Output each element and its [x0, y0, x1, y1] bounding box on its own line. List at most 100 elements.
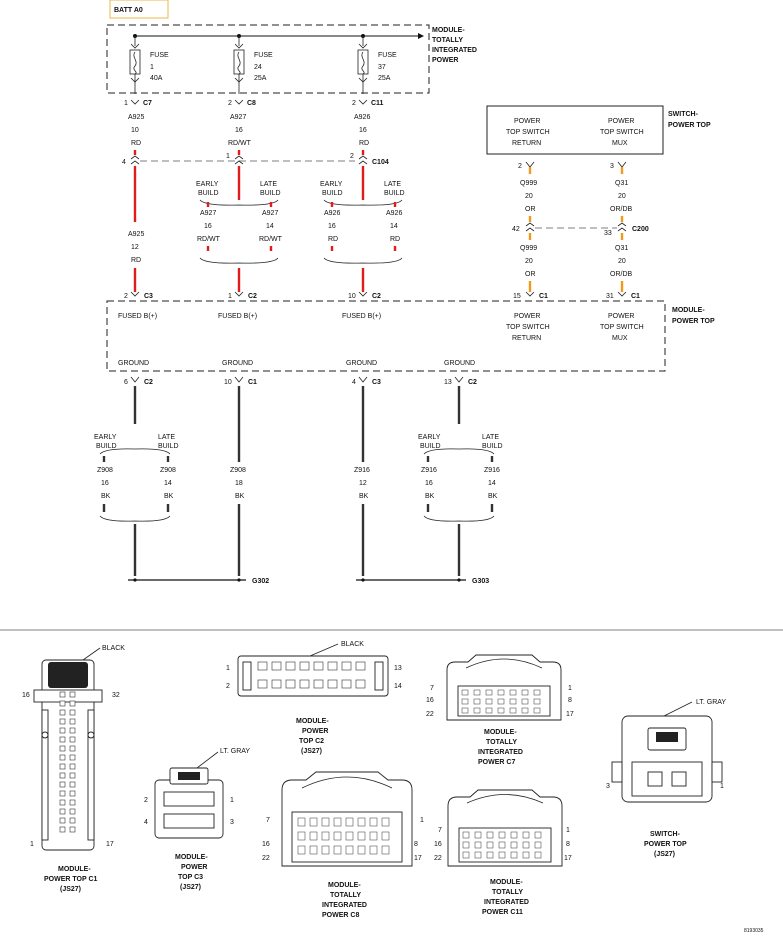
q31-lower-color: OR/DB	[610, 271, 633, 278]
svg-text:C1: C1	[248, 379, 257, 386]
pin-cavity	[341, 661, 352, 671]
tip-c11-name-4: POWER C11	[482, 909, 523, 916]
ground-label-4: GROUND	[444, 360, 475, 367]
switch-label-1: SWITCH-	[668, 111, 699, 118]
gw-1-gauge: 14	[164, 480, 172, 487]
tip-c7-pin-22: 22	[426, 711, 434, 718]
connector-view-switch: LT. GRAY 3 1 SWITCH- POWER TOP (JS27)	[606, 699, 726, 858]
pin-cavity	[299, 661, 310, 671]
svg-text:C1: C1	[539, 293, 548, 300]
pin-cavity	[369, 831, 378, 841]
gnd4-late-1: LATE	[482, 434, 499, 441]
pin-cavity	[309, 831, 318, 841]
tia-label-4: POWER	[432, 57, 458, 64]
a926-brace-bottom	[323, 257, 403, 264]
pin-cavity	[341, 679, 352, 689]
pin-cavity	[59, 691, 66, 698]
gw-0-gauge: 16	[101, 480, 109, 487]
pin-cavity	[313, 679, 324, 689]
pin-cavity	[297, 845, 306, 855]
pin-cavity	[327, 679, 338, 689]
pin-cavity	[462, 851, 470, 859]
pin-cavity	[485, 689, 493, 696]
a926-late-2: BUILD	[384, 190, 405, 197]
gw-2-color: BK	[235, 493, 245, 500]
fuse-1-rating: 40A	[150, 75, 163, 82]
pin-cavity	[327, 661, 338, 671]
pin-cavity	[69, 718, 76, 725]
pt-in-c1-15: 15 C1 POWER TOP SWITCH RETURN	[506, 291, 550, 342]
tia-label-2: TOTALLY	[432, 37, 463, 44]
gnd1-late-2: BUILD	[158, 443, 179, 450]
gw-3-circuit: Z916	[354, 467, 370, 474]
q999-upper-circuit: Q999	[520, 180, 537, 187]
switch-label-2: POWER TOP	[668, 122, 711, 129]
svg-text:POWER: POWER	[608, 313, 634, 320]
tip-c7-name-2: TOTALLY	[486, 739, 517, 746]
switch-right-1: POWER	[608, 118, 634, 125]
fuse-37-rating: 25A	[378, 75, 391, 82]
fuse-37-number: 37	[378, 64, 386, 71]
pt-c3-pin-2: 2	[144, 797, 148, 804]
gw-4-circuit: Z916	[421, 467, 437, 474]
pin-cavity	[461, 707, 469, 714]
svg-text:1: 1	[228, 293, 232, 300]
a927-late-circuit: A927	[262, 210, 278, 217]
svg-text:13: 13	[444, 379, 452, 386]
pin-cavity	[59, 808, 66, 815]
sw-pin-3	[617, 161, 627, 168]
pin-cavity	[69, 808, 76, 815]
wire-a925-lower-circuit: A925	[128, 231, 144, 238]
pin-cavity	[521, 707, 529, 714]
q999-lower-circuit: Q999	[520, 245, 537, 252]
svg-text:FUSED B(+): FUSED B(+)	[118, 313, 157, 320]
a926-late-1: LATE	[384, 181, 401, 188]
tip-c11-name-1: MODULE-	[490, 879, 523, 886]
pt-c2-color: BLACK	[341, 641, 364, 648]
pt-in-c2-1: 1 C2 FUSED B(+)	[218, 291, 257, 320]
pin-cavity	[69, 781, 76, 788]
svg-text:C1: C1	[631, 293, 640, 300]
svg-text:FUSED B(+): FUSED B(+)	[342, 313, 381, 320]
c104-label: C104	[372, 159, 389, 166]
pin-cavity	[462, 841, 470, 849]
pt-c2-name-2: POWER	[302, 728, 328, 735]
pin-cavity	[59, 700, 66, 707]
a926-late-gauge: 14	[390, 223, 398, 230]
pt-c1-pin-32: 32	[112, 692, 120, 699]
gw-0-color: BK	[101, 493, 111, 500]
q31-upper-circuit: Q31	[615, 180, 628, 187]
pin-cavity	[381, 831, 390, 841]
svg-text:10: 10	[224, 379, 232, 386]
a927-early-gauge: 16	[204, 223, 212, 230]
pin-cavity	[498, 831, 506, 839]
pin-cavity	[69, 736, 76, 743]
ground-label-2: GROUND	[222, 360, 253, 367]
pin-cavity	[257, 661, 268, 671]
gw-5-gauge: 14	[488, 480, 496, 487]
a927-early-color: RD/WT	[197, 236, 221, 243]
pin-cavity	[485, 707, 493, 714]
pt-c2-pin-1: 1	[226, 665, 230, 672]
pin-cavity	[509, 689, 517, 696]
pt-c2-pin-14: 14	[394, 683, 402, 690]
connector-view-pt-c2: BLACK 1 13 2 14 MODULE- POWER TOP C2 (JS…	[226, 641, 402, 755]
conn-c8: 2 C8	[228, 99, 256, 107]
pt-c1-name-1: MODULE-	[58, 866, 91, 873]
pt-label-2: POWER TOP	[672, 318, 715, 325]
pin-cavity	[333, 845, 342, 855]
pt-c1-name-3: (JS27)	[60, 886, 81, 893]
pin-cavity	[69, 709, 76, 716]
q999-lower-color: OR	[525, 271, 536, 278]
pin-cavity	[486, 831, 494, 839]
pt-in-c2-10: 10 C2 FUSED B(+)	[342, 291, 381, 320]
pin-cavity	[486, 851, 494, 859]
a927-late-1: LATE	[260, 181, 277, 188]
svg-text:C3: C3	[372, 379, 381, 386]
c104-pin-1: 1	[226, 153, 230, 160]
fuse-1: FUSE 1 40A	[129, 34, 169, 94]
connector-view-tip-c7: 7 1 16 8 22 17 MODULE- TOTALLY INTEGRATE…	[426, 654, 574, 766]
svg-text:C2: C2	[372, 293, 381, 300]
pin-cavity	[498, 841, 506, 849]
c200-pin-33: 33	[604, 230, 612, 237]
